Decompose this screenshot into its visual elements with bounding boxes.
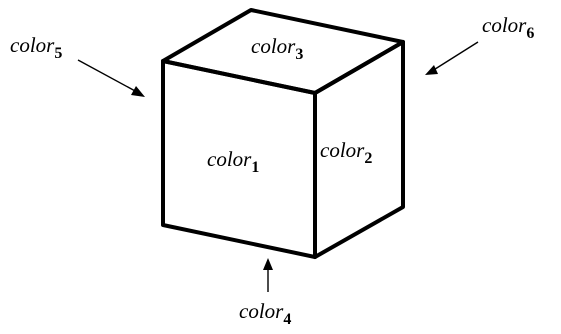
face-label-top-name: color [251,34,296,58]
cube-right-face [313,40,405,259]
face-label-bottom-index: 4 [283,311,291,328]
arrow-left-face [77,59,145,97]
face-label-top: color3 [251,34,303,63]
face-label-left-name: color [10,33,55,57]
face-label-front: color1 [207,147,259,176]
face-label-front-index: 1 [251,159,259,176]
face-label-top-index: 3 [295,46,303,63]
face-label-right-index: 2 [364,150,372,167]
face-label-back-name: color [482,13,527,37]
face-label-front-name: color [207,147,252,171]
arrow-bottom-face [263,258,273,292]
face-label-back-index: 6 [526,25,534,42]
face-label-left: color5 [10,33,62,62]
face-label-left-index: 5 [54,45,62,62]
face-label-right-name: color [320,138,365,162]
cube [161,8,405,259]
face-label-bottom: color4 [239,299,291,328]
face-label-right: color2 [320,138,372,167]
face-label-bottom-name: color [239,299,284,323]
face-label-back: color6 [482,13,534,42]
arrow-back-face [425,41,479,75]
